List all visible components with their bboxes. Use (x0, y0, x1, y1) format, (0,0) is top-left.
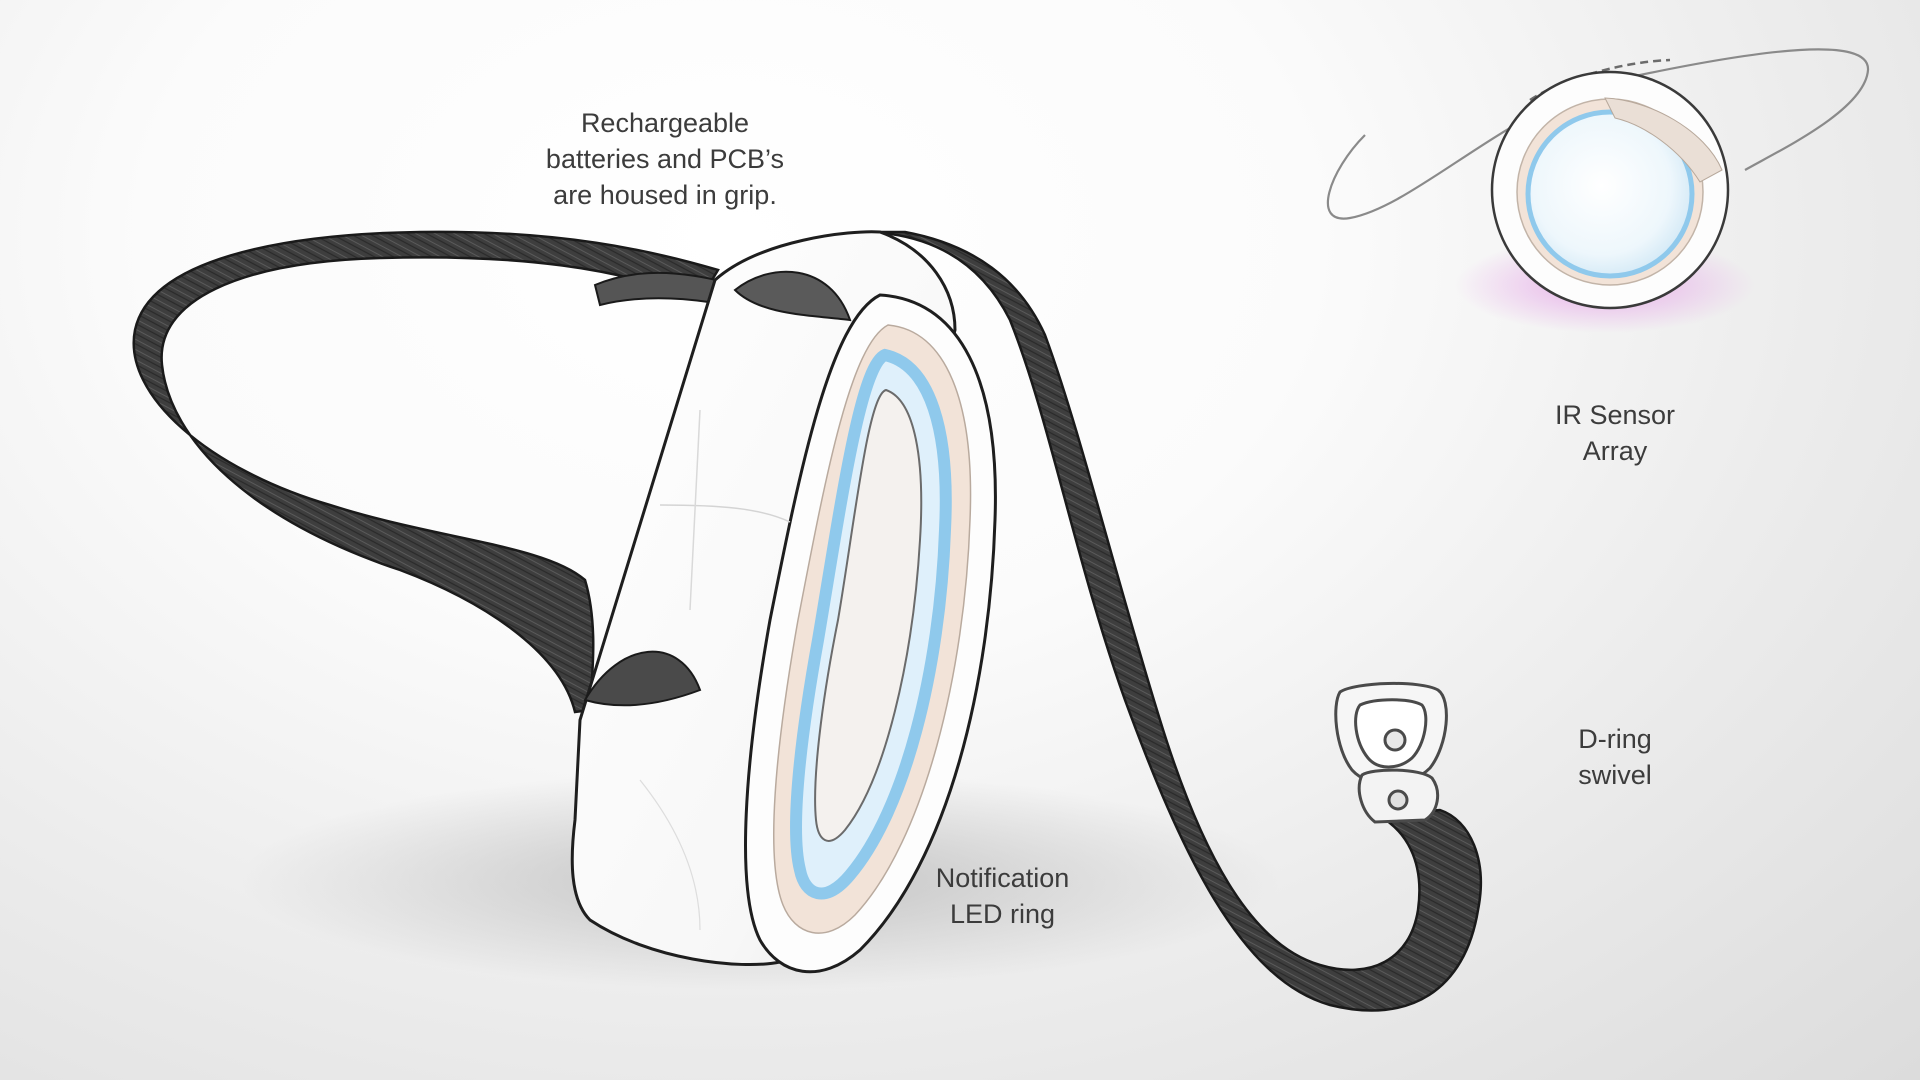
d-ring-callout: D-ring swivel (1510, 721, 1720, 793)
battery-callout: Rechargeable batteries and PCB’s are hou… (480, 105, 850, 213)
ir-sensor-callout: IR Sensor Array (1480, 397, 1750, 469)
ir-sensor-detail (1328, 49, 1868, 333)
led-ring-callout: Notification LED ring (880, 860, 1125, 932)
d-ring-swivel (1336, 683, 1447, 822)
